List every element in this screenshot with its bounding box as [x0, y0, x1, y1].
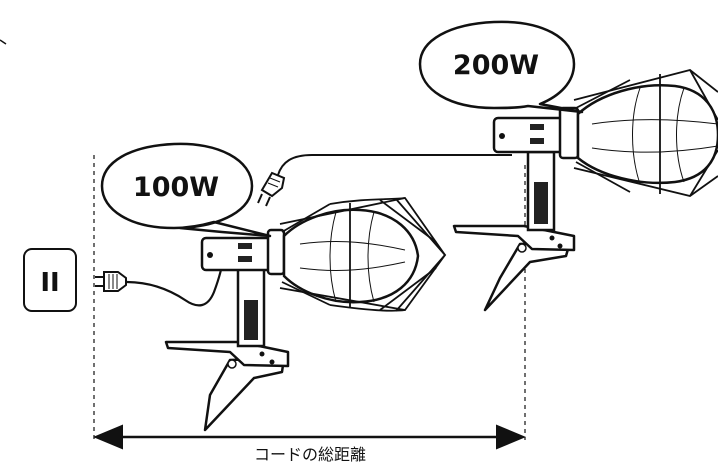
clip-lamp-200w	[452, 69, 718, 312]
clip-lower-jaw	[483, 240, 572, 312]
lamp-bulb	[282, 208, 420, 304]
side-badge: II	[23, 248, 77, 312]
wattage-callout-200w: 200W	[418, 20, 584, 114]
clip-upper-jaw	[452, 224, 576, 252]
clip-lower-jaw	[203, 356, 286, 432]
power-plug-icon	[95, 271, 127, 292]
clip-lamp-100w	[164, 196, 447, 432]
lamp-bulb	[576, 84, 718, 185]
connecting-cord	[277, 154, 512, 176]
lamp-guard	[573, 69, 718, 197]
lamp-housing	[492, 116, 572, 154]
power-cord	[125, 255, 226, 307]
wattage-label-200w: 200W	[453, 50, 539, 81]
dimension-caption: コードの総距離	[254, 445, 366, 464]
lamp-socket	[558, 106, 580, 160]
connector-plug-icon	[257, 171, 286, 207]
side-badge-label: II	[40, 268, 59, 298]
corner-mark	[0, 39, 7, 45]
wattage-callout-100w: 100W	[100, 142, 272, 238]
wattage-label-100w: 100W	[133, 172, 219, 203]
lamp-guard	[279, 196, 447, 312]
